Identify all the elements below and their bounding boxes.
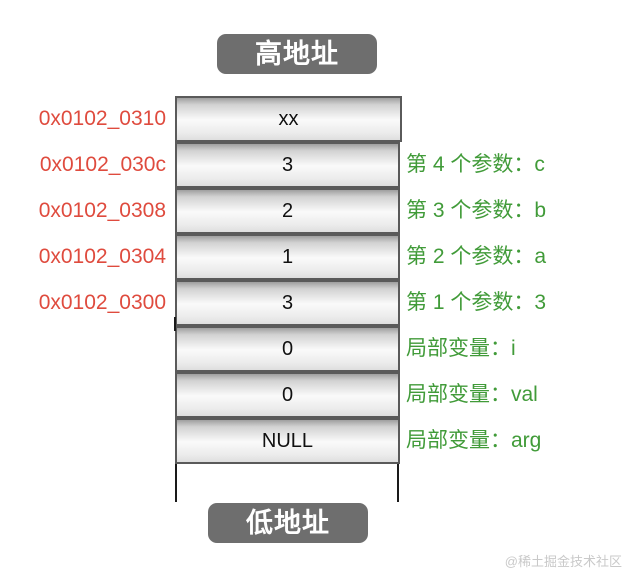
meaning-label: 第 2 个参数：a	[406, 245, 547, 268]
stack-frame-tick	[174, 317, 176, 331]
meaning-label: 局部变量：val	[406, 383, 538, 406]
stack-column: 0x0102_0310 xx 0x0102_030c 3 第 4 个参数：c 0…	[0, 96, 632, 464]
stack-row: 0x0102_0308 2 第 3 个参数：b	[0, 188, 632, 234]
meaning-label: 第 4 个参数：c	[406, 153, 545, 176]
stack-cell: 1	[175, 234, 400, 280]
stack-cell: 3	[175, 142, 400, 188]
stack-continuation-line-left	[175, 464, 177, 502]
stack-cell: 0	[175, 372, 400, 418]
address-label: 0x0102_030c	[39, 153, 166, 176]
stack-row: 0x0102_0300 3 第 1 个参数：3	[0, 280, 632, 326]
stack-row: 0 局部变量：i	[0, 326, 632, 372]
stack-cell: xx	[175, 96, 402, 142]
address-label	[0, 372, 166, 418]
stack-row: NULL 局部变量：arg	[0, 418, 632, 464]
meaning-label: 局部变量：i	[406, 337, 516, 360]
address-label: 0x0102_0310	[38, 107, 166, 130]
stack-cell: 0	[175, 326, 400, 372]
watermark: @稀土掘金技术社区	[504, 554, 622, 569]
address-label: 0x0102_0308	[38, 199, 166, 222]
high-address-title: 高地址	[217, 34, 377, 74]
address-label: 0x0102_0304	[38, 245, 166, 268]
stack-cell: NULL	[175, 418, 400, 464]
stack-row: 0x0102_030c 3 第 4 个参数：c	[0, 142, 632, 188]
stack-cell: 2	[175, 188, 400, 234]
meaning-label: 局部变量：arg	[406, 429, 542, 452]
stack-row: 0x0102_0310 xx	[0, 96, 632, 142]
meaning-label: 第 1 个参数：3	[406, 291, 547, 314]
stack-row: 0x0102_0304 1 第 2 个参数：a	[0, 234, 632, 280]
address-label	[0, 418, 166, 464]
stack-cell: 3	[175, 280, 400, 326]
stack-continuation-line-right	[397, 464, 399, 502]
stack-row: 0 局部变量：val	[0, 372, 632, 418]
meaning-label: 第 3 个参数：b	[406, 199, 547, 222]
address-label: 0x0102_0300	[38, 291, 166, 314]
low-address-title: 低地址	[208, 503, 368, 543]
address-label	[0, 326, 166, 372]
